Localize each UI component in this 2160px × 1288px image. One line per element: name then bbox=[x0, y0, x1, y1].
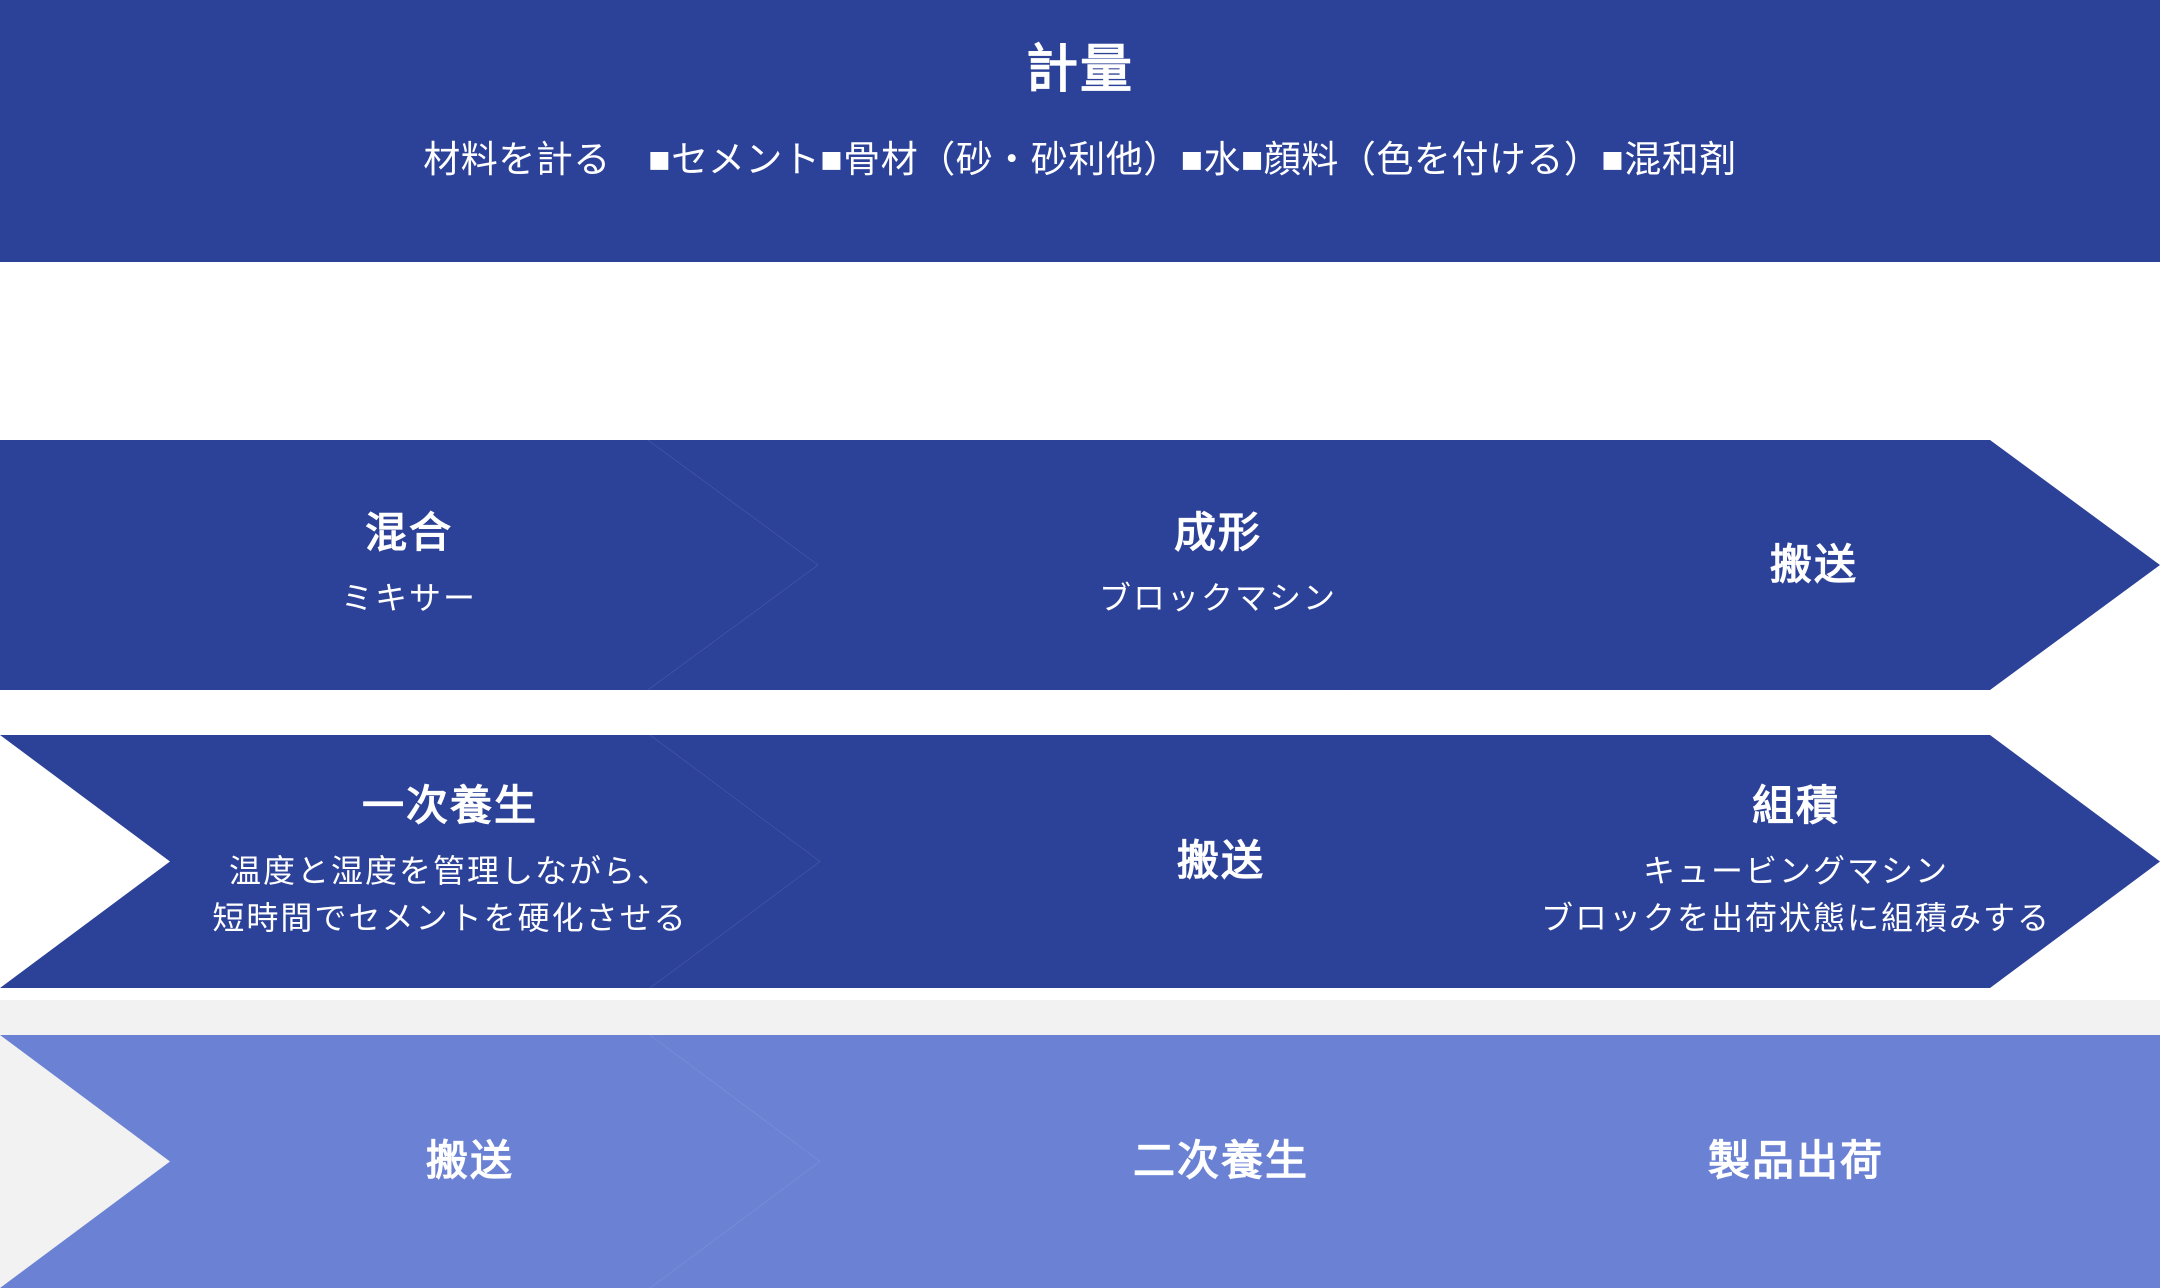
shipping-row: 搬送 二次養生 製品出荷 bbox=[0, 1035, 2160, 1288]
step-forming-sub: ブロックマシン bbox=[1099, 575, 1337, 621]
step-product-shipment[interactable]: 製品出荷 bbox=[1352, 1035, 2160, 1288]
step-transport-3-title: 搬送 bbox=[425, 1137, 514, 1185]
step-mixing-sub-line-1: ミキサー bbox=[340, 579, 477, 616]
step-cubing-sub-line-2: ブロックを出荷状態に組積みする bbox=[1540, 899, 2051, 936]
step-secondary-curing-title: 二次養生 bbox=[1132, 1137, 1309, 1185]
measuring-stage-materials: 材料を計る ■セメント■骨材（砂・砂利他）■水■顔料（色を付ける）■混和剤 bbox=[423, 139, 1737, 181]
step-product-shipment-title: 製品出荷 bbox=[1707, 1137, 1884, 1185]
step-primary-curing-sub-line-1: 温度と湿度を管理しながら、 bbox=[228, 853, 671, 890]
production-row: 混合 ミキサー 成形 ブロックマシン 搬送 bbox=[0, 440, 2160, 690]
step-transport-2-title: 搬送 bbox=[1176, 837, 1265, 885]
curing-row: 一次養生 温度と湿度を管理しながら、 短時間でセメントを硬化させる 搬送 組積 … bbox=[0, 735, 2160, 988]
step-primary-curing-sub-line-2: 短時間でセメントを硬化させる bbox=[212, 899, 688, 936]
step-mixing-title: 混合 bbox=[364, 508, 453, 556]
step-transport-1-title: 搬送 bbox=[1769, 540, 1858, 588]
step-cubing-sub-line-1: キュービングマシン bbox=[1642, 853, 1949, 890]
step-primary-curing[interactable]: 一次養生 温度と湿度を管理しながら、 短時間でセメントを硬化させる bbox=[0, 735, 820, 988]
step-mixing-sub: ミキサー bbox=[341, 575, 477, 621]
step-primary-curing-sub: 温度と湿度を管理しながら、 短時間でセメントを硬化させる bbox=[212, 848, 687, 941]
step-primary-curing-title: 一次養生 bbox=[361, 781, 538, 829]
step-cubing-title: 組積 bbox=[1751, 781, 1840, 829]
step-mixing[interactable]: 混合 ミキサー bbox=[0, 440, 818, 690]
measuring-stage-title: 計量 bbox=[1025, 41, 1134, 99]
step-cubing-sub: キュービングマシン ブロックを出荷状態に組積みする bbox=[1541, 848, 2051, 941]
step-forming-title: 成形 bbox=[1173, 508, 1262, 556]
measuring-stage-banner: 計量 材料を計る ■セメント■骨材（砂・砂利他）■水■顔料（色を付ける）■混和剤 bbox=[0, 0, 2160, 262]
step-forming-sub-line-1: ブロックマシン bbox=[1098, 579, 1337, 616]
step-transport-3[interactable]: 搬送 bbox=[0, 1035, 820, 1288]
